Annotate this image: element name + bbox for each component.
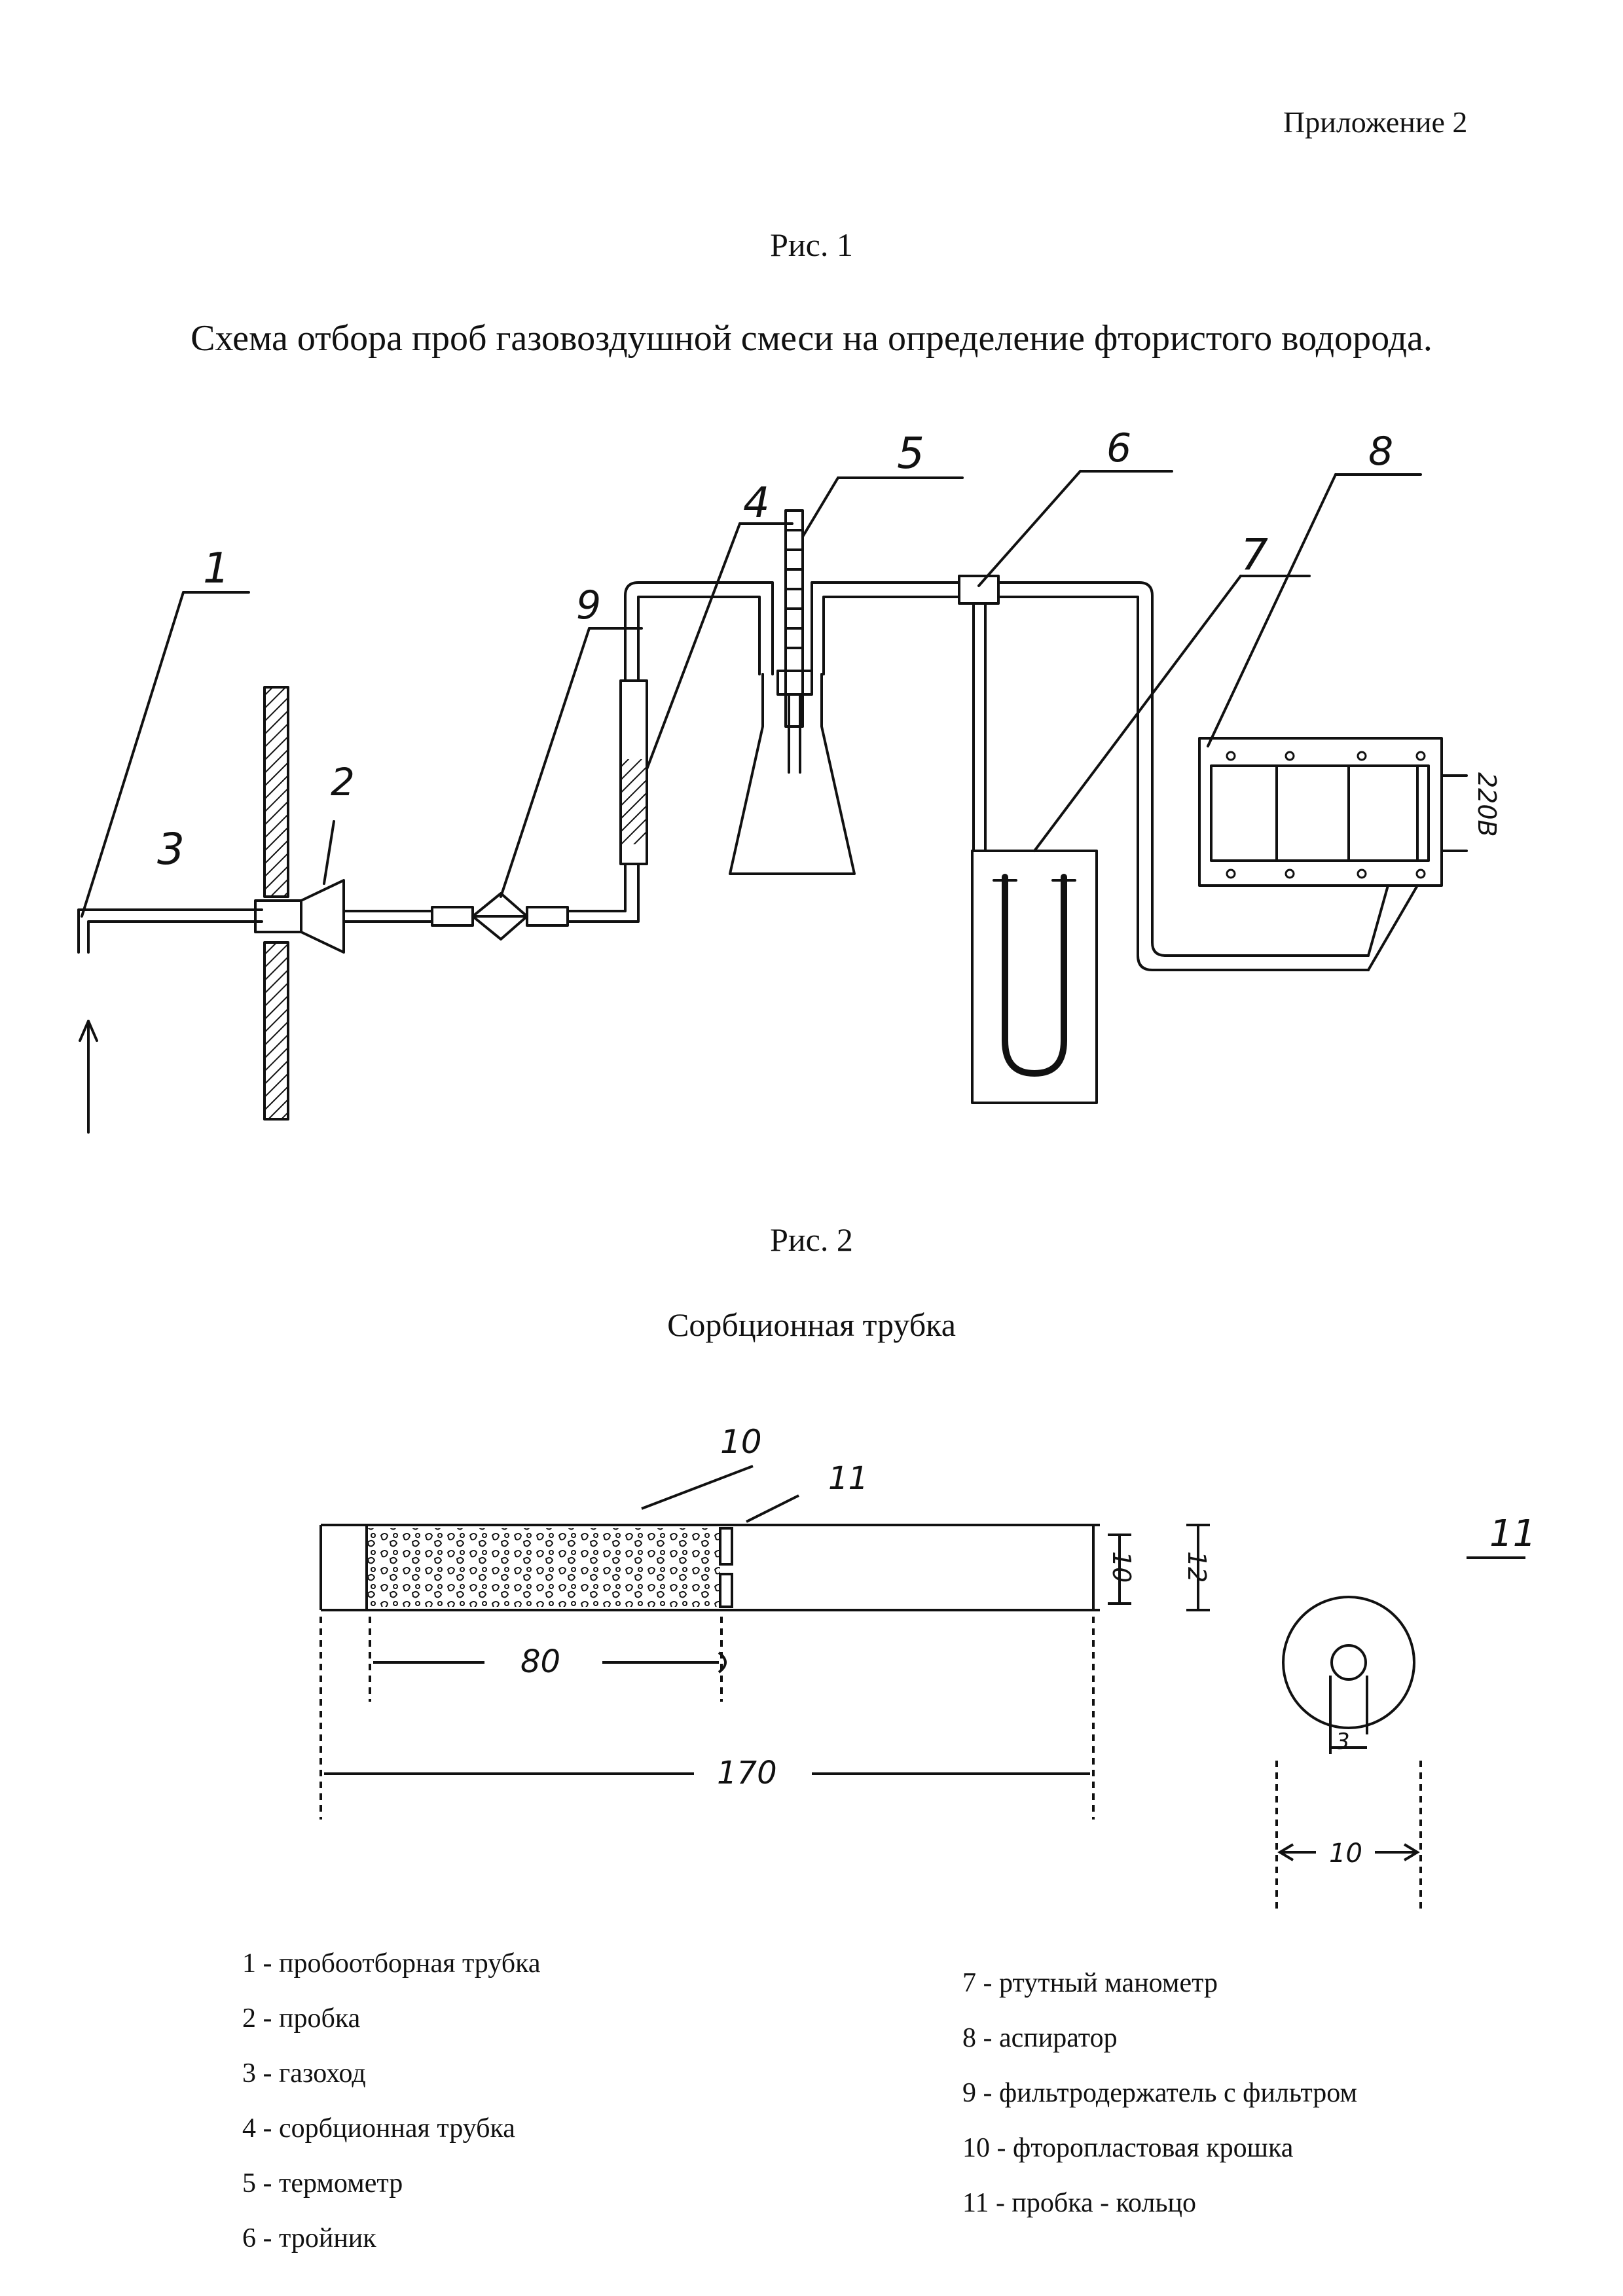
- aspirator: [1198, 737, 1443, 887]
- ring-stopper-upper: [719, 1527, 733, 1566]
- callout-3: 3: [157, 824, 185, 874]
- legend-item: 3 - газоход: [242, 2058, 366, 2089]
- legend-item: 8 - аспиратор: [962, 2023, 1118, 2053]
- dimension-170: 170: [717, 1755, 777, 1791]
- callout-2: 2: [331, 760, 355, 804]
- callout-7: 7: [1241, 529, 1268, 580]
- legend-item: 10 - фторопластовая крошка: [962, 2133, 1294, 2163]
- dimension-80: 80: [520, 1643, 560, 1680]
- absorption-flask: [729, 673, 856, 875]
- fluoroplastic-crumb: [367, 1528, 720, 1607]
- dimension-hole-3: 3: [1336, 1729, 1350, 1755]
- sampling-tube: [77, 908, 263, 954]
- legend-left: 1 - пробоотборная трубка 2 - пробка 3 - …: [242, 1936, 540, 2266]
- callout-6: 6: [1106, 425, 1131, 471]
- callout-5: 5: [897, 428, 924, 478]
- callout-1: 1: [203, 545, 230, 593]
- legend-right: 7 - ртутный манометр 8 - аспиратор 9 - ф…: [962, 1956, 1357, 2231]
- callout-11-ring: 11: [1489, 1513, 1536, 1555]
- legend-item: 9 - фильтродержатель с фильтром: [962, 2078, 1358, 2108]
- legend-item: 5 - термометр: [242, 2168, 403, 2198]
- callout-4: 4: [743, 479, 770, 528]
- callout-9: 9: [576, 583, 601, 628]
- flow-arrow-head: [79, 1020, 98, 1042]
- thermometer: [784, 509, 804, 728]
- dimension-10: 10: [1107, 1551, 1136, 1583]
- filter-holder-outlet: [526, 906, 569, 927]
- appendix-label: Приложение 2: [1283, 105, 1468, 139]
- legend-item: 1 - пробоотборная трубка: [242, 1948, 541, 1979]
- aspirator-bolts: [1226, 751, 1426, 879]
- aspirator-voltage-label: 220В: [1472, 772, 1501, 837]
- legend-item: 7 - ртутный манометр: [962, 1968, 1218, 1998]
- legend-item: 2 - пробка: [242, 2003, 361, 2034]
- legend-item: 6 - тройник: [242, 2223, 376, 2253]
- gas-duct-wall-lower: [263, 941, 289, 1121]
- dimension-12: 12: [1182, 1551, 1211, 1583]
- stopper-cone: [300, 879, 345, 954]
- ring-outer: [1282, 1596, 1415, 1729]
- legend-item: 11 - пробка - кольцо: [962, 2188, 1196, 2218]
- sorption-tube: [619, 679, 648, 865]
- ring-hole: [1330, 1644, 1367, 1681]
- figure-2-title: Рис. 2: [770, 1221, 853, 1258]
- tee-connector: [958, 575, 1000, 605]
- figure-1-caption: Схема отбора проб газовоздушной смеси на…: [191, 318, 1432, 359]
- callout-11: 11: [828, 1460, 868, 1497]
- legend-item: 4 - сорбционная трубка: [242, 2113, 515, 2144]
- flask-stopper: [776, 670, 813, 696]
- gas-duct-wall-upper: [263, 686, 289, 898]
- figure-1-title: Рис. 1: [770, 226, 853, 263]
- callout-8: 8: [1368, 429, 1393, 475]
- figure-2-caption: Сорбционная трубка: [667, 1306, 956, 1343]
- dimension-ring-10: 10: [1329, 1839, 1362, 1869]
- callout-10: 10: [720, 1423, 762, 1461]
- ring-stopper-lower: [719, 1573, 733, 1608]
